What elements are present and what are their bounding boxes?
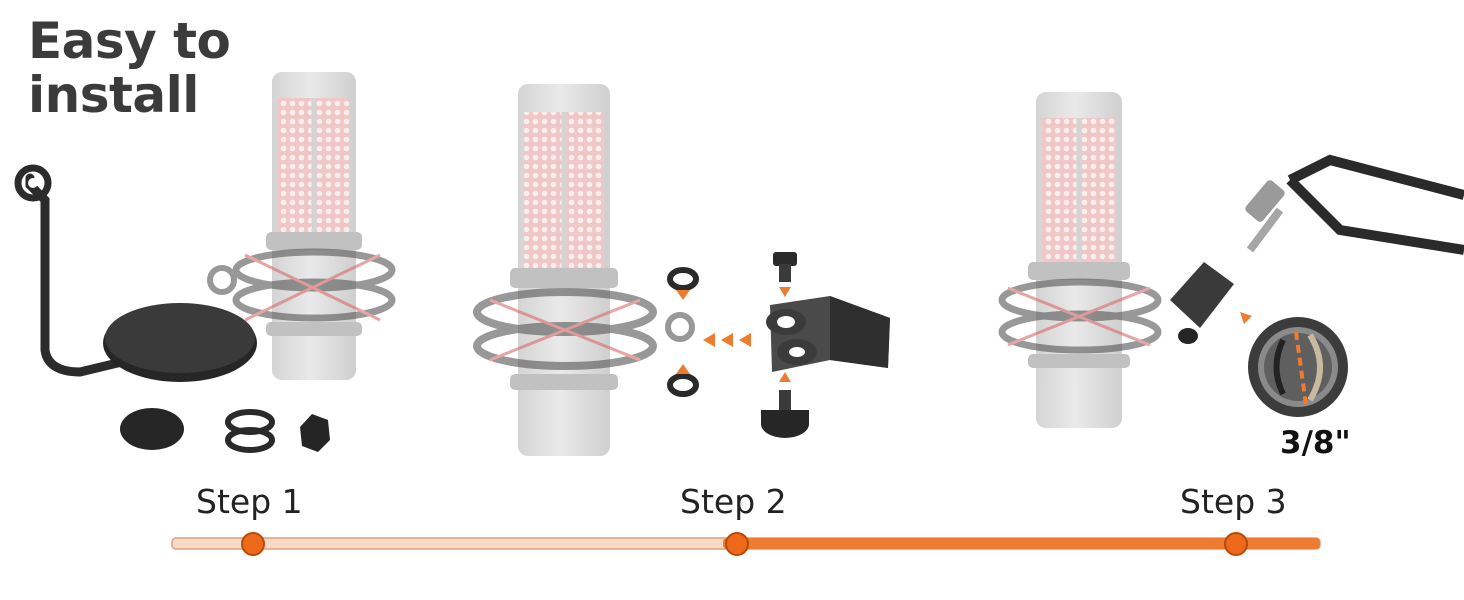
step-3-label: Step 3 <box>1180 482 1287 521</box>
thread-closeup-icon <box>1248 317 1348 417</box>
pop-filter-icon <box>14 164 257 382</box>
thread-size-label: 3/8" <box>1280 425 1351 461</box>
washer-icon <box>225 409 275 453</box>
page-title: Easy to install <box>28 12 231 124</box>
step-2-marker <box>725 532 749 556</box>
bolt-icon <box>773 252 797 282</box>
title-line-2: install <box>28 66 199 124</box>
shock-mount-icon <box>998 278 1162 354</box>
adapter-icon <box>766 296 890 372</box>
boom-arm-icon <box>1245 154 1464 255</box>
adapter-icon <box>1170 262 1234 344</box>
title-line-1: Easy to <box>28 12 231 70</box>
shock-mount-icon <box>473 288 695 370</box>
knob-icon <box>761 390 809 438</box>
step-2-label: Step 2 <box>680 482 787 521</box>
timeline-progress <box>723 538 1320 549</box>
nut-icon <box>300 414 330 452</box>
arrow-icon <box>676 287 791 382</box>
microphone-icon <box>1028 92 1130 428</box>
washer-icon <box>667 267 699 397</box>
microphone-icon <box>266 72 362 380</box>
microphone-icon <box>510 84 618 456</box>
arrow-icon <box>1240 312 1252 324</box>
pad-icon <box>120 408 184 450</box>
shock-mount-icon <box>207 248 396 322</box>
step-3-marker <box>1224 532 1248 556</box>
timeline <box>171 532 1321 556</box>
step-1-label: Step 1 <box>196 482 303 521</box>
step-1-marker <box>241 532 265 556</box>
